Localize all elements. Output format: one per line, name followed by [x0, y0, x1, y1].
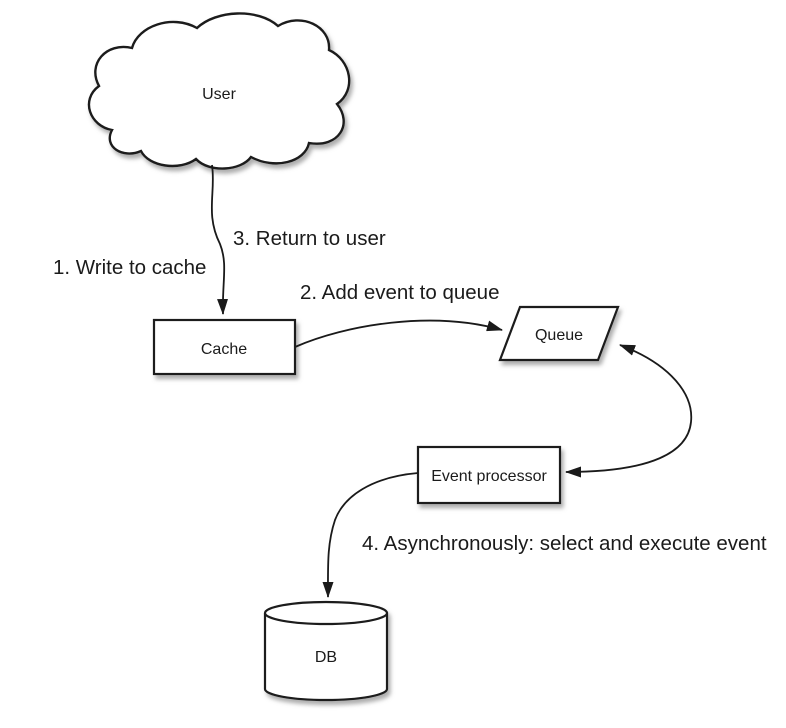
label-step2-add-event-to-queue: 2. Add event to queue: [300, 281, 499, 304]
db-cylinder-body: [263, 613, 389, 702]
event-processor-label: Event processor: [431, 468, 547, 485]
label-step3-return-to-user: 3. Return to user: [233, 227, 386, 250]
label-step4-async-select-execute: 4. Asynchronously: select and execute ev…: [362, 532, 767, 555]
db-node: [263, 600, 389, 702]
event-processor-node: [416, 445, 562, 505]
arrow-user-to-cache: [210, 164, 229, 315]
cache-label: Cache: [201, 341, 247, 358]
user-cloud-node: [87, 12, 351, 170]
arrow-queue-eventprocessor-bidirectional: [565, 344, 693, 478]
queue-label: Queue: [535, 327, 583, 344]
db-cylinder-top: [263, 600, 389, 626]
db-label: DB: [315, 649, 337, 666]
user-label: User: [202, 86, 236, 103]
label-step1-write-to-cache: 1. Write to cache: [53, 256, 206, 279]
arrow-cache-to-queue: [294, 319, 503, 348]
arrow-eventprocessor-to-db: [322, 472, 419, 598]
